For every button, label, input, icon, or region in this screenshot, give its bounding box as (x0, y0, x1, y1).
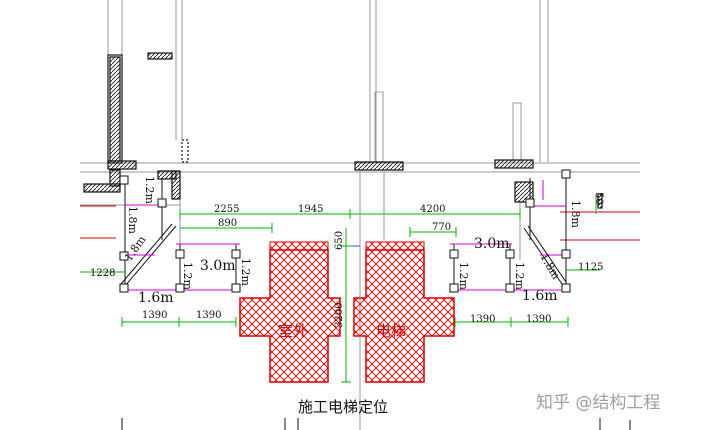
dim-1228: 1228 (90, 268, 115, 279)
left-elevator-label: 室外 (278, 322, 308, 340)
bottom-ticks (121, 418, 631, 430)
dim-3200: 3200 (334, 303, 345, 328)
dim-50: 50 (593, 192, 604, 205)
dim-1125: 1125 (578, 262, 603, 273)
right-scaffold-posts (449, 169, 571, 293)
watermark: 知乎 @结构工程 (536, 393, 660, 413)
left-elevator-cage (239, 241, 341, 383)
dim-1390-left-a: 1390 (142, 310, 167, 321)
right-elevator-cage (353, 241, 455, 383)
drawing-caption: 施工电梯定位 (298, 398, 388, 416)
dimension-lines (80, 194, 600, 383)
len-right-1-8b: 1.8m (569, 200, 582, 228)
dim-1390-right-b: 1390 (526, 314, 551, 325)
len-right-1-8a: 1.8m (537, 251, 563, 282)
len-left-3-0: 3.0m (200, 258, 236, 274)
len-right-1-2a: 1.2m (457, 262, 470, 290)
dim-1390-right-a: 1390 (470, 314, 495, 325)
len-left-1-6: 1.6m (138, 290, 174, 306)
len-left-1-2a: 1.2m (143, 176, 156, 204)
building-walls (80, 0, 640, 430)
dim-1945: 1945 (298, 204, 323, 215)
len-right-1-2b: 1.2m (513, 262, 526, 290)
dim-2255: 2255 (214, 204, 239, 215)
dim-1390-left-b: 1390 (196, 310, 221, 321)
right-elevator-label: 电梯 (376, 322, 406, 340)
len-right-3-0: 3.0m (474, 236, 510, 252)
left-scaffold-posts (119, 175, 241, 293)
len-right-1-6: 1.6m (522, 288, 558, 304)
dim-770: 770 (432, 222, 451, 233)
dim-4200: 4200 (420, 204, 445, 215)
len-left-1-8b: 1.8m (122, 233, 149, 264)
red-grid-lines (80, 205, 640, 241)
left-wall-column (83, 52, 603, 209)
dim-650: 650 (334, 231, 345, 250)
len-left-1-8a: 1.8m (126, 206, 139, 234)
dim-890: 890 (218, 218, 237, 229)
len-left-1-2b: 1.2m (181, 262, 194, 290)
len-left-1-2c: 1.2m (239, 258, 252, 286)
